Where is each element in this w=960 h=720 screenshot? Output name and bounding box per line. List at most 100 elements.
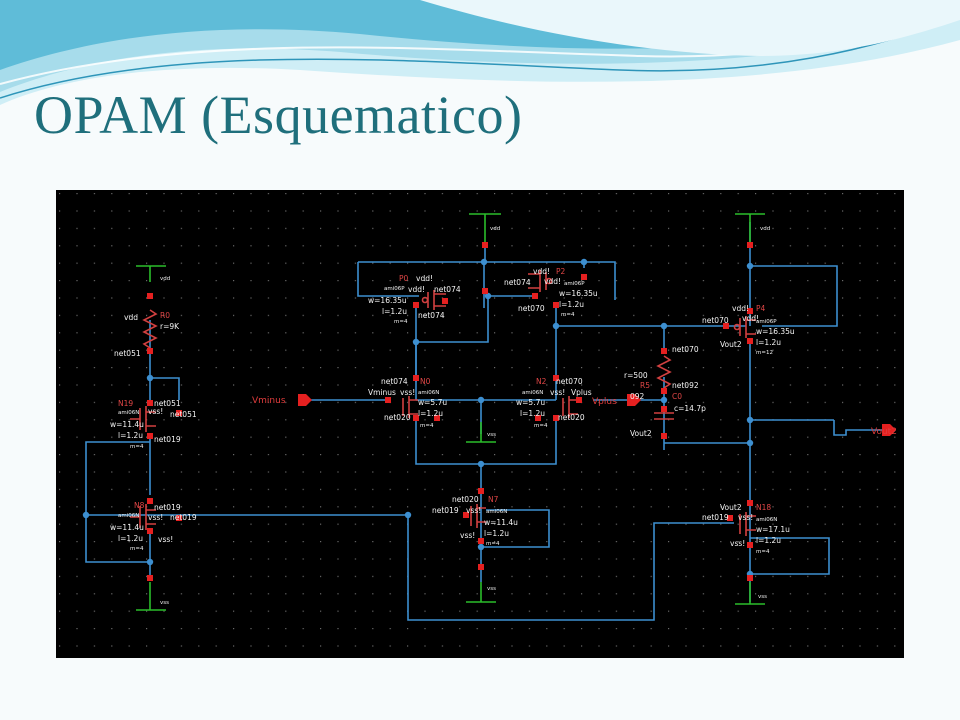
supply-rails	[136, 213, 765, 611]
passives	[142, 309, 674, 420]
top-wave-line-1	[0, 13, 960, 99]
p2-model: ami06P	[564, 281, 585, 287]
n2-model: ami06N	[522, 390, 543, 396]
n18-w: w=17.1u	[756, 525, 790, 534]
vout2-pin-label: Vout2	[871, 427, 897, 437]
n18-vss: vss!	[738, 513, 753, 522]
n19-symbol	[130, 406, 156, 432]
n18-m: m=4	[756, 549, 770, 555]
net092-label-1: net092	[672, 381, 699, 390]
n8-w: w=11.4u	[110, 523, 144, 532]
net019-label-4: net019	[432, 506, 459, 515]
n0-l: l=1.2u	[418, 409, 443, 418]
pin-squares	[147, 242, 753, 581]
n19-m: m=4	[130, 444, 144, 450]
n7-name: N7	[488, 495, 499, 504]
n19-l: l=1.2u	[118, 431, 143, 440]
rail-label-vdd-1: vdd	[160, 276, 170, 282]
net019-label-2: net019	[154, 503, 181, 512]
r0-vdd-label: vdd	[124, 313, 138, 322]
n0-w: w=5.7u	[418, 398, 447, 407]
p0-model: ami06P	[384, 286, 405, 292]
n18-l: l=1.2u	[756, 536, 781, 545]
p4-m: m=12	[756, 350, 773, 356]
n7-vss-2: vss!	[460, 531, 475, 540]
n8-vss-2: vss!	[158, 535, 173, 544]
n0-symbol	[402, 396, 418, 418]
p4-model: ami06P	[756, 319, 777, 325]
io-pins	[298, 394, 896, 436]
n8-l: l=1.2u	[118, 534, 143, 543]
n8-model: ami06N	[118, 513, 139, 519]
n2-vss: vss!	[550, 388, 565, 397]
net020-label-1: net020	[384, 413, 411, 422]
vplus-pin-label: Vplus	[592, 397, 617, 407]
vplus-pin	[627, 394, 641, 406]
net070-label-4: net070	[702, 316, 729, 325]
transistor-symbols	[130, 270, 756, 536]
c0-value: c=14.7p	[674, 404, 706, 413]
vout2-net-1: Vout2	[630, 429, 652, 438]
n19-w: w=11.4u	[110, 420, 144, 429]
n0-model: ami06N	[418, 390, 439, 396]
net020-label-3: net020	[452, 495, 479, 504]
p2-name: P2	[556, 267, 566, 276]
schematic-grid	[56, 190, 904, 658]
net074-label-2: net074	[418, 311, 445, 320]
net020-label-2: net020	[558, 413, 585, 422]
r5-name: R5	[640, 381, 650, 390]
net074-label-1: net074	[434, 285, 461, 294]
n18-symbol	[739, 512, 756, 536]
n7-w: w=11.4u	[484, 518, 518, 527]
net051-label-2: net051	[154, 399, 181, 408]
rail-label-vdd-2: vdd	[490, 226, 500, 232]
net074-label-4: net074	[381, 377, 408, 386]
n8-m: m=4	[130, 546, 144, 552]
r5-value: r=500	[624, 371, 648, 380]
net051-label-1: net051	[114, 349, 141, 358]
rail-label-vss-1: vss	[160, 600, 169, 606]
net070-label-3: net070	[672, 345, 699, 354]
n7-l: l=1.2u	[484, 529, 509, 538]
p0-w: w=16.35u	[368, 296, 407, 305]
vminus-pin	[298, 394, 312, 406]
vout2-net-3: Vout2	[720, 503, 742, 512]
net070-label-2: net070	[556, 377, 583, 386]
n19-vss: vss!	[148, 407, 163, 416]
n0-vss: vss!	[400, 388, 415, 397]
p0-name: P0	[399, 274, 409, 283]
n19-name: N19	[118, 399, 133, 408]
n2-name: N2	[536, 377, 547, 386]
n0-m: m=4	[420, 423, 434, 429]
n2-m: m=4	[534, 423, 548, 429]
n18-vss-2: vss!	[730, 539, 745, 548]
n2-gate-net: Vplus	[571, 388, 592, 397]
n7-model: ami06N	[486, 509, 507, 515]
labels: vdd vdd vdd vss vss vss vss vdd R0 r=9K …	[110, 226, 897, 606]
n0-name: N0	[420, 377, 431, 386]
top-wave-highlight	[420, 0, 960, 56]
net051-label-3: net051	[170, 410, 197, 419]
c0-name: C0	[672, 392, 682, 401]
p2-vdd-2: vdd!	[544, 277, 561, 286]
vout2-pin	[882, 424, 896, 436]
r0-name: R0	[160, 311, 170, 320]
n7-m: m=4	[486, 541, 500, 547]
n2-w: w=5.7u	[516, 398, 545, 407]
wires	[85, 222, 884, 621]
vminus-pin-label: Vminus	[252, 396, 286, 406]
rail-label-vdd-3: vdd	[760, 226, 770, 232]
slide-title: OPAM (Esquematico)	[34, 85, 523, 145]
net092-partial: 092	[630, 392, 645, 401]
net019-label-3: net019	[170, 513, 197, 522]
p0-l: l=1.2u	[382, 307, 407, 316]
vout2-net-2: Vout2	[720, 340, 742, 349]
p2-vdd-1: vdd!	[533, 267, 550, 276]
p4-name: P4	[756, 304, 766, 313]
p4-vdd-2: vdd!	[742, 314, 759, 323]
n2-symbol	[562, 396, 578, 418]
rail-label-vss-3: vss	[487, 586, 496, 592]
rail-label-vss-2: vss	[487, 432, 496, 438]
p4-l: l=1.2u	[756, 338, 781, 347]
n18-name: N18	[756, 503, 771, 512]
